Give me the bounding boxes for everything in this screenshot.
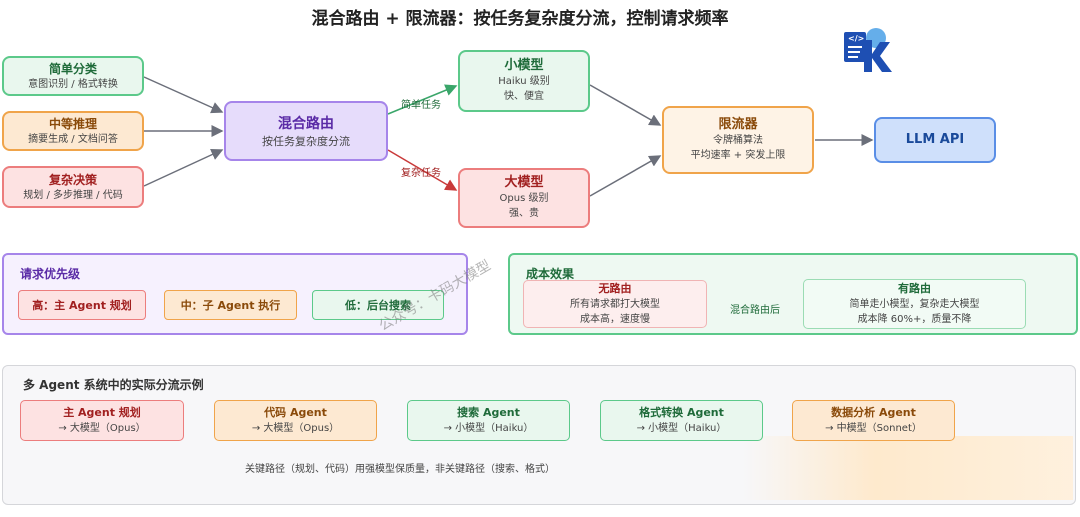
input-medium-reasoning: 中等推理 摘要生成 / 文档问答 [2,111,144,151]
example-data-agent-route: → 中模型（Sonnet） [825,423,922,434]
cost-title: 成本效果 [526,267,575,281]
small-model-tier: Haiku 级别 [498,76,550,87]
cost-before-title: 无路由 [598,282,632,295]
example-format-agent-title: 格式转换 Agent [639,406,724,419]
input-medium-sub: 摘要生成 / 文档问答 [28,133,118,145]
cost-arrow-label: 混合路由后 [728,301,782,316]
router-node: 混合路由 按任务复杂度分流 [224,101,388,161]
logo-code-text: </> [848,34,865,43]
example-code-agent-title: 代码 Agent [264,406,327,419]
edge-label-complex: 复杂任务 [401,168,441,179]
examples-footer: 关键路径（规划、代码）用强模型保质量，非关键路径（搜索、格式） [245,464,555,475]
cost-after-title: 有路由 [898,282,931,295]
input-complex-sub: 规划 / 多步推理 / 代码 [23,189,123,201]
example-card-search-agent: 搜索 Agent → 小模型（Haiku） [407,400,570,441]
edge-router-to-large [387,149,458,191]
cost-after-card: 有路由 简单走小模型，复杂走大模型 成本降 60%+，质量不降 [803,279,1026,329]
example-card-format-agent: 格式转换 Agent → 小模型（Haiku） [600,400,763,441]
llm-api-node: LLM API [874,117,996,163]
diagram-title: 混合路由 + 限流器：按任务复杂度分流，控制请求频率 [311,9,729,29]
example-search-agent-title: 搜索 Agent [457,406,520,419]
example-card-data-agent: 数据分析 Agent → 中模型（Sonnet） [792,400,955,441]
logo: </> K [842,26,892,74]
small-model-node: 小模型 Haiku 级别 快、便宜 [458,50,590,112]
cost-before-sub1: 所有请求都打大模型 [570,299,660,310]
input-simple-sub: 意图识别 / 格式转换 [28,78,118,90]
input-medium-title: 中等推理 [48,116,97,131]
cost-after-sub1: 简单走小模型，复杂走大模型 [849,299,980,310]
router-sub: 按任务复杂度分流 [262,134,350,148]
limiter-title: 限流器 [718,117,758,132]
router-title: 混合路由 [278,115,334,132]
example-search-agent-route: → 小模型（Haiku） [443,423,534,434]
examples-fade [743,436,1073,500]
limiter-rule: 平均速率 + 突发上限 [690,150,786,161]
example-card-code-agent: 代码 Agent → 大模型（Opus） [214,400,377,441]
input-simple-classification: 简单分类 意图识别 / 格式转换 [2,56,144,96]
edge-large-to-limiter [589,155,662,197]
priority-title: 请求优先级 [20,267,81,281]
example-data-agent-title: 数据分析 Agent [831,406,916,419]
example-main-agent-route: → 大模型（Opus） [58,423,146,434]
example-code-agent-route: → 大模型（Opus） [251,423,340,434]
input-complex-decision: 复杂决策 规划 / 多步推理 / 代码 [2,166,144,208]
edge-label-simple: 简单任务 [401,100,441,111]
example-card-main-agent: 主 Agent 规划 → 大模型（Opus） [20,400,184,441]
edge-small-to-limiter [589,84,662,126]
priority-low: 低：后台搜索 [312,290,444,320]
input-complex-title: 复杂决策 [48,172,97,187]
limiter-algorithm: 令牌桶算法 [713,135,763,146]
edge-simple-to-router [143,76,224,114]
large-model-tier: Opus 级别 [499,193,549,204]
input-simple-title: 简单分类 [48,61,97,76]
edge-complex-to-router [143,148,224,187]
cost-before-sub2: 成本高，速度慢 [580,314,650,325]
edge-router-to-small [387,84,458,115]
small-model-title: 小模型 [504,58,544,73]
cost-after-sub2: 成本降 60%+，质量不降 [857,314,972,325]
small-model-trait: 快、便宜 [504,91,544,102]
example-main-agent-title: 主 Agent 规划 [63,406,141,419]
priority-medium: 中：子 Agent 执行 [164,290,297,320]
logo-graphic [844,28,892,72]
example-format-agent-route: → 小模型（Haiku） [636,423,727,434]
large-model-node: 大模型 Opus 级别 强、贵 [458,168,590,228]
llm-api-label: LLM API [905,132,965,147]
priority-panel: 请求优先级 高：主 Agent 规划 中：子 Agent 执行 低：后台搜索 [2,253,468,335]
priority-high: 高：主 Agent 规划 [18,290,146,320]
large-model-trait: 强、贵 [509,208,539,219]
rate-limiter-node: 限流器 令牌桶算法 平均速率 + 突发上限 [662,106,814,174]
examples-title: 多 Agent 系统中的实际分流示例 [23,378,204,392]
cost-before-card: 无路由 所有请求都打大模型 成本高，速度慢 [523,280,707,328]
large-model-title: 大模型 [504,175,544,190]
